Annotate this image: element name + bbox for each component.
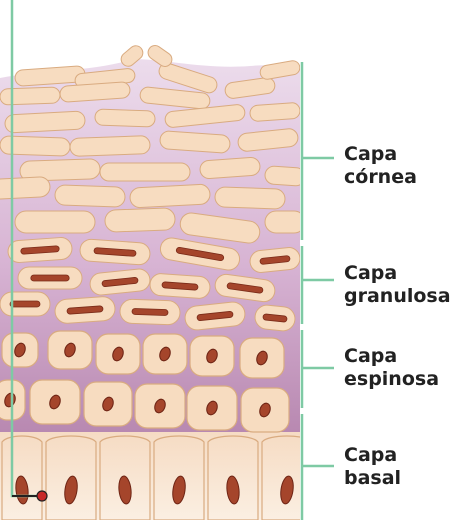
label-capa-cornea: Capa córnea	[344, 143, 417, 189]
label-capa-granulosa: Capa granulosa	[344, 262, 451, 308]
corneum-cell	[215, 187, 286, 209]
corneum-cell	[100, 163, 190, 181]
corneum-cell	[5, 111, 86, 133]
corneum-cell	[55, 185, 126, 207]
corneum-cell	[0, 136, 70, 156]
label-capa-basal: Capa basal	[344, 444, 401, 490]
corneum-cell	[105, 208, 176, 232]
corneum-cell	[0, 176, 50, 199]
corneum-cell	[70, 136, 151, 157]
corneum-cell	[250, 102, 301, 121]
corneum-cell	[95, 109, 156, 127]
corneum-cell	[15, 211, 95, 233]
granulosa-nucleus	[132, 308, 168, 315]
pointer-dot	[37, 491, 47, 501]
corneum-cell	[265, 211, 305, 233]
label-capa-espinosa: Capa espinosa	[344, 345, 439, 391]
layer-brackets	[302, 62, 334, 520]
corneum-cell	[130, 184, 211, 208]
corneum-cell	[0, 87, 60, 105]
corneum-cell	[199, 157, 260, 179]
granulosa-nucleus	[10, 301, 40, 307]
corneum-cell	[264, 166, 305, 187]
granulosa-nucleus	[31, 275, 69, 281]
